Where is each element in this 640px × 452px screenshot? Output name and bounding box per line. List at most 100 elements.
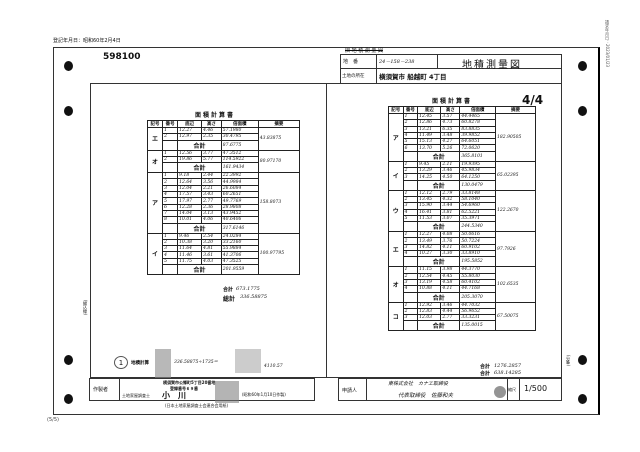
empty-cell	[162, 264, 179, 276]
column-header: 底辺	[417, 106, 442, 114]
left-grand-value: 336.58875	[240, 294, 268, 300]
column-header: 記号	[146, 120, 164, 128]
note-cell: 158.8073	[257, 172, 301, 234]
value-cell: 4.50	[440, 173, 461, 181]
value-cell: 11.15	[417, 266, 442, 274]
subtotal-label: 合計	[417, 179, 461, 191]
document-number: 598100	[103, 52, 141, 62]
column-header: 摘要	[257, 120, 301, 128]
center-divider	[326, 83, 327, 378]
maker-date: (昭和60年1月10日作製)	[242, 392, 286, 397]
value-cell: 4.44	[440, 307, 461, 316]
empty-cell	[162, 162, 179, 174]
applicant-seal	[494, 386, 506, 398]
column-header: 高さ	[440, 106, 461, 114]
punch-hole	[64, 355, 73, 365]
seal-stamp	[215, 381, 239, 403]
value-cell: 55.8030	[459, 272, 497, 280]
value-cell: 5.26	[440, 144, 461, 152]
union-note: (日本土地家屋調査士会連合会用紙)	[165, 403, 229, 408]
value-cell: 12.92	[417, 301, 442, 309]
title-block-divider	[437, 54, 438, 68]
column-header: 倍面積	[459, 106, 497, 114]
value-cell: 3.30	[440, 250, 461, 258]
value-cell: 2	[162, 133, 179, 141]
value-cell: 33.8910	[459, 250, 497, 258]
left-margin-note: (綴込線)	[83, 300, 88, 316]
column-header: 番号	[402, 106, 419, 114]
note-cell: 80.97170	[257, 149, 301, 174]
value-cell: 5	[162, 257, 179, 266]
value-cell: 13.70	[417, 144, 442, 152]
value-cell: 10.88	[417, 285, 442, 293]
document-title: 地積測量図	[462, 60, 522, 71]
subtotal-label: 合計	[417, 256, 461, 268]
value-cell: 41.3706	[220, 251, 259, 259]
value-cell: 4.58	[440, 278, 461, 287]
subtotal-value: 161.9434	[220, 162, 259, 174]
symbol-cell: ウ	[388, 189, 404, 233]
subtotal-value: 317.6146	[220, 222, 259, 234]
subtotal-value: 130.0479	[459, 179, 497, 191]
value-cell: 10.01	[177, 216, 203, 224]
location-value: 横須賀市 船越町 4丁目	[379, 73, 447, 81]
note-cell: 43.83875	[257, 127, 301, 151]
value-cell: 12.86	[417, 119, 442, 127]
subtotal-value: 365.8101	[459, 150, 497, 162]
maker-address: 横須賀市公郷町5丁目20番地	[163, 380, 216, 385]
value-cell: 10.27	[417, 250, 442, 258]
value-cell: 12.83	[417, 307, 442, 316]
note-cell: 122.2670	[495, 189, 536, 233]
left-sum-value: 673.1775	[236, 286, 260, 292]
subtotal-label: 合計	[417, 150, 461, 162]
right-grand-value: 638.14285	[494, 370, 522, 376]
empty-cell	[402, 179, 419, 191]
applicant-block-divider	[507, 378, 508, 401]
punch-hole	[64, 61, 73, 71]
subtotal-value: 205.3070	[459, 291, 497, 303]
left-sum-label: 合計	[223, 287, 234, 293]
subtotal-value: 135.0015	[459, 320, 497, 332]
note-cell: 100.97795	[257, 232, 301, 276]
symbol-cell: コ	[388, 301, 404, 332]
seal-stamp	[155, 349, 171, 378]
value-cell: 64.1250	[459, 173, 497, 181]
value-cell: 3.57	[440, 112, 461, 121]
value-cell: 114.5922	[220, 155, 259, 164]
punch-hole	[578, 106, 587, 116]
value-cell: 12.45	[417, 112, 442, 121]
value-cell: 12.54	[417, 272, 442, 280]
struck-label: 旧 地 積 測 量 図	[345, 48, 383, 54]
maker-label: 作製者	[93, 387, 109, 393]
column-header: 底辺	[177, 120, 203, 128]
maker-title: 土地家屋調査士	[122, 393, 150, 398]
seki-label: 地積計算	[131, 361, 149, 366]
punch-hole	[578, 355, 587, 365]
value-cell: 4.45	[440, 272, 461, 280]
applicant-block-divider	[366, 378, 367, 401]
value-cell: 3.07	[440, 214, 461, 223]
maker-block-divider	[119, 378, 120, 401]
applicant-line-1: 東株式会社 カナエ取締役	[388, 381, 449, 387]
registered-date: 登記年月日：昭和60年2月4日	[53, 38, 121, 44]
empty-cell	[402, 150, 419, 162]
title-block-divider	[340, 68, 562, 69]
subtotal-label: 合計	[177, 139, 222, 151]
left-grand-label: 総計	[223, 296, 236, 303]
document-frame	[53, 47, 600, 415]
column-header: 番号	[162, 120, 179, 128]
value-cell: 72.0620	[459, 144, 497, 152]
